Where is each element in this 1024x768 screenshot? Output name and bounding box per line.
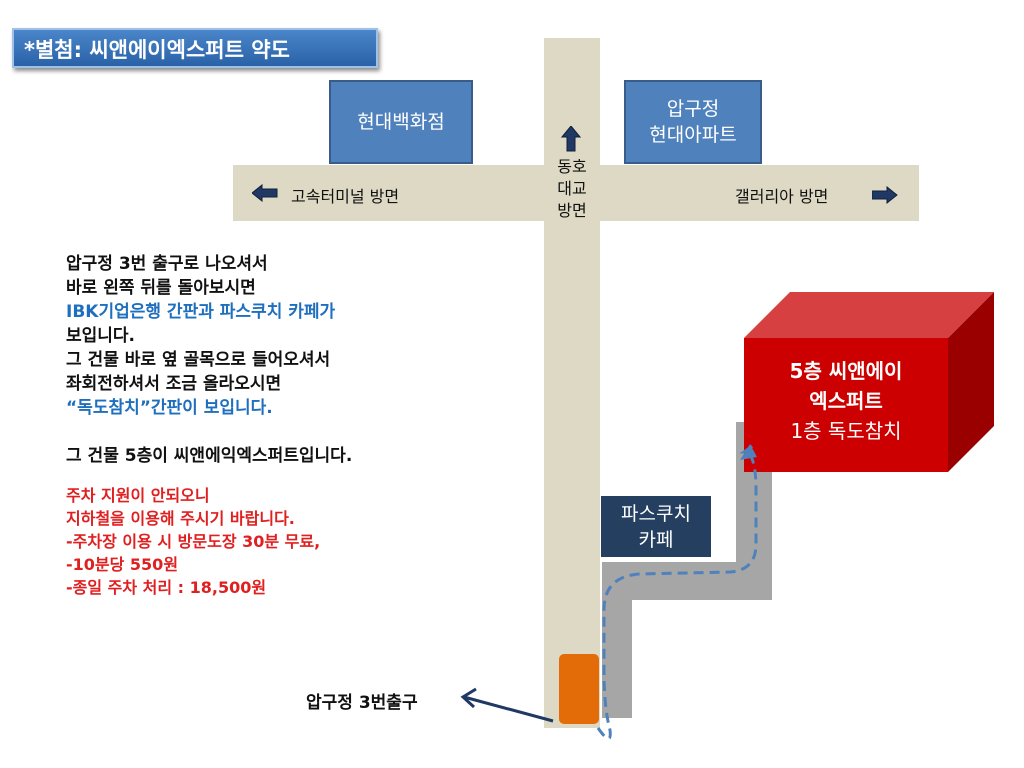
right-arrow-icon [872, 186, 898, 204]
main-road-horizontal [233, 165, 919, 221]
north-line1: 동호 [557, 157, 587, 176]
parking-note: -종일 주차 처리 : 18,500원 [66, 578, 267, 597]
desc-line-highlight: “독도참치”간판이 보입니다. [66, 398, 273, 418]
desc-line-highlight: IBK기업은행 간판과 파스쿠치 카페가 [66, 302, 336, 322]
desc-line: 압구정 3번 출구로 나오셔서 [66, 254, 268, 274]
direction-west-label: 고속터미널 방면 [291, 187, 400, 206]
desc-line: 보입니다. [66, 326, 136, 346]
landmark-apgujeong-hyundai-apartment: 압구정 현대아파트 [624, 80, 762, 164]
exit-pointer-arrow [460, 687, 554, 723]
desc-line: 그 건물 바로 옆 골목으로 들어오셔서 [66, 350, 331, 370]
parking-note: -주차장 이용 시 방문도장 30분 무료, [66, 532, 321, 551]
page-title: *별첨: 씨앤에이엑스퍼트 약도 [12, 28, 378, 68]
building-side-face [948, 292, 994, 472]
subway-exit-marker [559, 654, 599, 724]
north-line3: 방면 [557, 201, 587, 220]
landmark-pascucci-cafe: 파스쿠치 카페 [601, 496, 711, 557]
desc-line: 바로 왼쪽 뒤를 돌아보시면 [66, 278, 256, 298]
hyundai-dept-label: 현대백화점 [357, 111, 445, 133]
building-label: 5층 씨앤에이 엑스퍼트 1층 독도참치 [744, 356, 948, 446]
building-line2: 엑스퍼트 [809, 389, 883, 413]
main-road-vertical [544, 38, 600, 728]
apt-label-line2: 현대아파트 [649, 124, 737, 146]
cafe-label-line1: 파스쿠치 [621, 502, 691, 525]
directions-description: 압구정 3번 출구로 나오셔서 바로 왼쪽 뒤를 돌아보시면 IBK기업은행 간… [66, 252, 536, 599]
building-front-face [744, 338, 948, 472]
walking-route [596, 442, 758, 740]
landmark-hyundai-department-store: 현대백화점 [329, 80, 473, 164]
north-line2: 대교 [557, 179, 587, 198]
desc-line: 좌회전하셔서 조금 올라오시면 [66, 374, 282, 394]
alley-map [602, 422, 772, 718]
desc-line: 그 건물 5층이 씨앤에익엑스퍼트입니다. [66, 446, 353, 466]
route-dashed-line [596, 442, 758, 740]
subway-exit-label: 압구정 3번출구 [306, 693, 418, 713]
parking-note: 주차 지원이 안되오니 [66, 486, 210, 505]
up-arrow-icon [561, 126, 581, 152]
left-arrow-icon [252, 184, 278, 202]
building-line3: 1층 독도참치 [790, 419, 902, 443]
apt-label-line1: 압구정 [666, 98, 720, 120]
building-cna-expert [744, 292, 994, 472]
route-arrowhead [740, 444, 757, 460]
direction-east-label: 갤러리아 방면 [735, 187, 829, 206]
building-top-face [744, 292, 994, 338]
cafe-label-line2: 카페 [638, 528, 674, 551]
parking-note: 지하철을 이용해 주시기 바랍니다. [66, 509, 295, 528]
direction-north-label: 동호 대교 방면 [546, 156, 598, 222]
parking-note: -10분당 550원 [66, 555, 179, 574]
alley-path [602, 422, 772, 718]
building-line1: 5층 씨앤에이 [789, 359, 903, 383]
